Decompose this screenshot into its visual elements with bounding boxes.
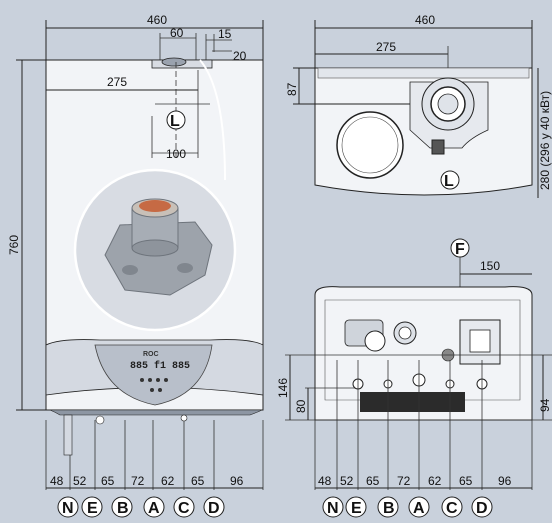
bottom-grille — [360, 392, 465, 412]
bottom-conn-a: A — [413, 500, 425, 517]
front-conn-a: A — [148, 500, 160, 517]
bottom-connection-labels: N E B A C D — [322, 496, 493, 518]
top-width-label: 460 — [415, 13, 435, 27]
front-connection-labels: N E B A C D — [57, 496, 225, 518]
f-label: F — [455, 241, 465, 258]
bottom-dims: 48 52 65 72 62 65 96 — [314, 360, 533, 490]
brand-label: ROC — [143, 351, 159, 358]
bottom-dim-62: 62 — [428, 474, 442, 488]
bottom-dim-72: 72 — [397, 474, 411, 488]
bottom-dim-65a: 65 — [366, 474, 380, 488]
dim-94-label: 94 — [538, 398, 552, 412]
bottom-conn-b: B — [383, 500, 395, 517]
front-conn-d: D — [208, 500, 220, 517]
top-l-label: L — [444, 173, 454, 190]
top-flue-offset-label: 275 — [376, 40, 396, 54]
bottom-dim-65b: 65 — [459, 474, 473, 488]
dim-146-label: 146 — [276, 378, 290, 398]
flue-outlet — [161, 57, 187, 67]
bottom-conn-c: C — [446, 500, 458, 517]
front-conn-e: E — [87, 500, 98, 517]
dim-150-label: 150 — [480, 259, 500, 273]
front-dim-65a: 65 — [101, 474, 115, 488]
flue-15-label: 15 — [218, 27, 232, 41]
bottom-conn-n: N — [327, 500, 339, 517]
flue-100-label: 100 — [166, 147, 186, 161]
panel-buttons — [140, 378, 168, 392]
front-conn-b: B — [117, 500, 129, 517]
front-height-label: 760 — [7, 235, 21, 255]
top-l-badge — [440, 170, 460, 190]
flue-20-label: 20 — [233, 49, 247, 63]
top-depth-87-label: 87 — [285, 82, 299, 96]
flue-l-label: L — [170, 113, 180, 130]
front-width-label: 460 — [147, 13, 167, 27]
front-dim-48: 48 — [50, 474, 64, 488]
front-conn-c: C — [178, 500, 190, 517]
top-view: 460 275 87 280 (296 у 40 кВт) L — [285, 13, 552, 198]
top-depth-total-label: 280 (296 у 40 кВт) — [538, 91, 552, 190]
front-conn-n: N — [62, 500, 74, 517]
front-dim-52: 52 — [73, 474, 87, 488]
front-bottom-dims: 48 52 65 72 62 65 96 — [45, 414, 264, 490]
bottom-dim-96: 96 — [498, 474, 512, 488]
front-flue-offset-label: 275 — [107, 75, 127, 89]
boiler-base — [49, 409, 263, 416]
display-readout: 885 f1 885 — [130, 360, 190, 372]
bottom-view: F 150 146 80 94 — [276, 238, 552, 518]
bottom-conn-d: D — [476, 500, 488, 517]
flue-60-label: 60 — [170, 26, 184, 40]
air-intake — [336, 111, 404, 179]
bottom-dim-52: 52 — [340, 474, 354, 488]
flue-adapter-photo — [104, 198, 213, 296]
front-dim-62: 62 — [161, 474, 175, 488]
front-dim-72: 72 — [131, 474, 145, 488]
front-dim-96: 96 — [230, 474, 244, 488]
dim-80-label: 80 — [294, 399, 308, 413]
control-panel — [94, 344, 213, 406]
front-dim-65b: 65 — [191, 474, 205, 488]
flue-l-badge — [166, 110, 186, 130]
bottom-conn-e: E — [351, 500, 362, 517]
bottom-dim-48: 48 — [318, 474, 332, 488]
front-view: 460 760 ROC 885 f1 885 60 15 — [7, 13, 264, 518]
